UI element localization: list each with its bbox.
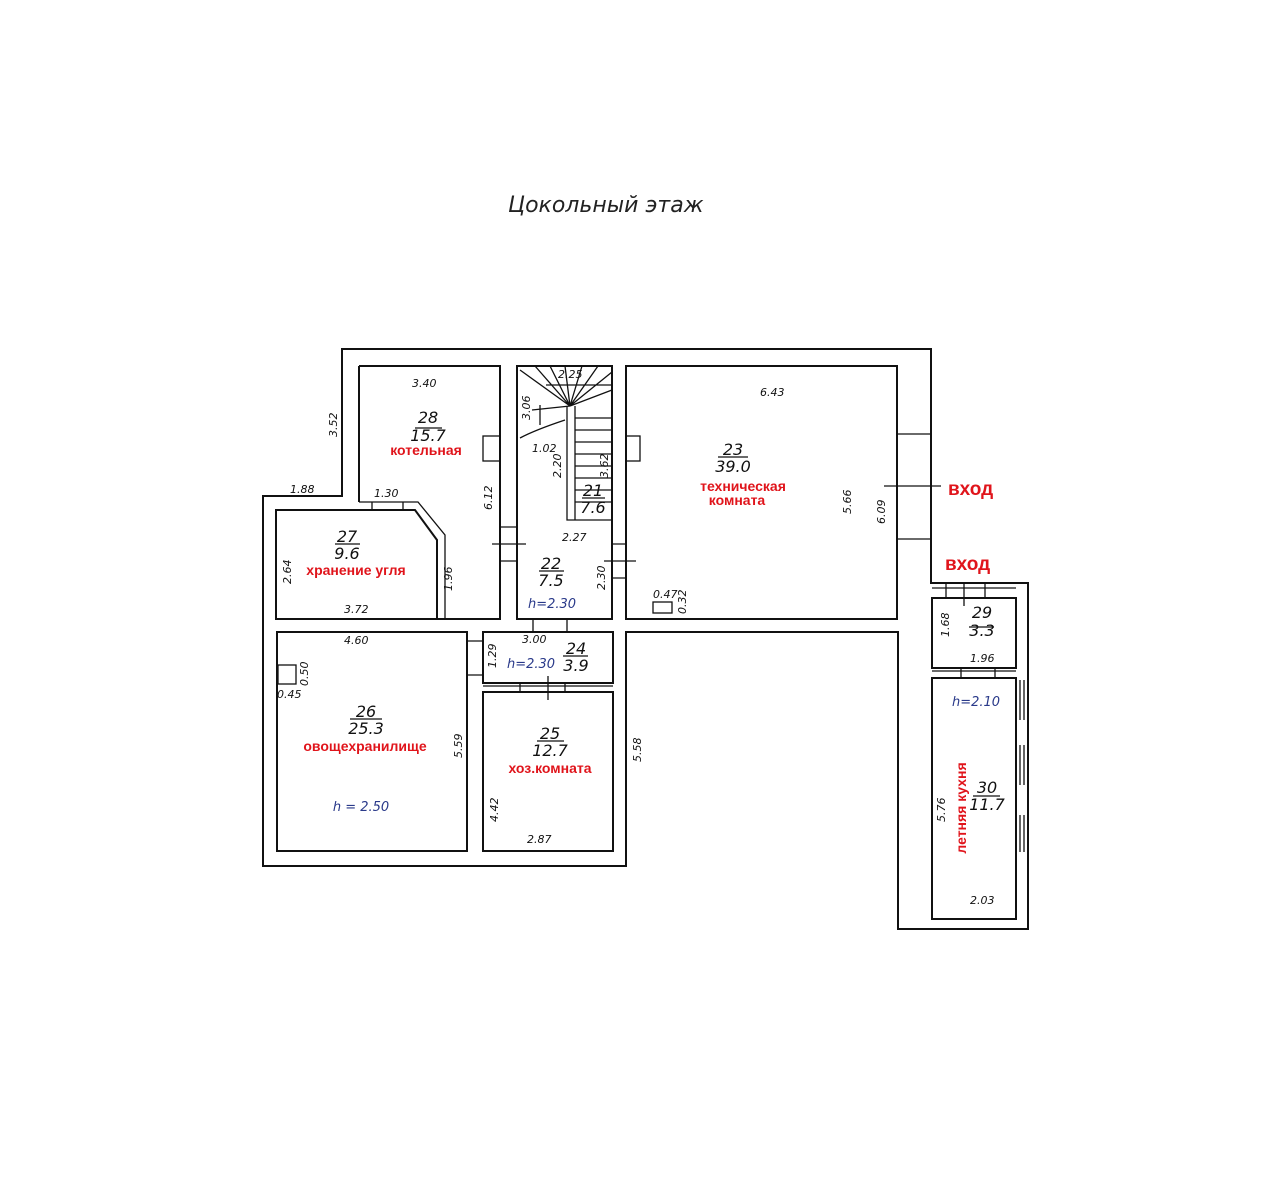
dim: 3.62 [598,454,611,479]
room-23-area: 39.0 [715,457,751,476]
dim: 2.64 [281,560,294,585]
dim: 0.45 [277,688,302,701]
dim: 6.09 [875,500,888,525]
room-30-height: h=2.10 [952,695,1000,710]
dim: 1.02 [532,442,557,455]
room-26-height: h = 2.50 [333,800,389,815]
room-28-number: 28 [418,408,438,427]
entrance-label-2: вход [945,554,990,575]
room-28-outline [358,365,501,620]
dim: 2.03 [970,894,995,907]
dim: 2.30 [595,566,608,591]
room-27-number: 27 [337,527,358,546]
dim: 2.20 [551,454,564,479]
dim: 3.52 [327,413,340,438]
room-26-outline [276,631,468,852]
dim: 3.40 [412,377,437,390]
dim: 4.60 [344,634,369,647]
room-24-height: h=2.30 [507,657,555,672]
room-24-number: 24 [566,639,586,658]
room-28-area: 15.7 [410,426,446,445]
room-27-area: 9.6 [334,544,359,563]
room-25-label: хоз.комната [508,760,591,776]
room-26-number: 26 [356,702,376,721]
dim: 1.30 [374,487,399,500]
room-22-area: 7.5 [538,571,563,590]
room-27-outline [275,509,438,620]
room-30-area: 11.7 [969,795,1005,814]
room-29-number: 29 [972,603,992,622]
dim: 0.50 [298,662,311,687]
dim: 5.76 [935,798,948,823]
room-26-label: овощехранилище [303,738,426,754]
dim: 3.72 [344,603,369,616]
dim: 6.43 [760,386,785,399]
plan-title: Цокольный этаж [508,193,704,218]
room-30-number: 30 [977,778,997,797]
dim: 0.47 [653,588,678,601]
fraction-lines [335,427,1000,797]
dim: 0.32 [676,590,689,615]
room-27-wall-inner [359,501,446,619]
dim: 2.25 [558,368,583,381]
room-25-area: 12.7 [532,741,568,760]
room-24-area: 3.9 [563,656,588,675]
room-25-number: 25 [540,724,560,743]
dim: 6.12 [482,486,495,511]
room-22-number: 22 [541,554,561,573]
room-30-label: летняя кухня [953,762,969,853]
room-21-number: 21 [583,481,603,500]
dim: 5.59 [452,734,465,759]
room-22-height: h=2.30 [528,597,576,612]
room-23-outline [625,365,898,620]
dim: 1.96 [442,567,455,592]
room-26-area: 25.3 [348,719,384,738]
dim: 4.42 [488,798,501,823]
dim: 5.66 [841,490,854,515]
entrance-label-1: вход [948,479,993,500]
dim: 3.06 [520,396,533,421]
dim: 2.87 [527,833,552,846]
room-27-label: хранение угля [306,562,405,578]
dim: 1.68 [939,613,952,638]
stair-room-outline [516,365,613,620]
dim: 3.00 [522,633,547,646]
room-29-area: 3.3 [969,621,994,640]
dim: 1.88 [290,483,315,496]
room-21-area: 7.6 [580,498,605,517]
doors [277,433,1025,919]
dim: 5.58 [631,738,644,763]
dim: 1.29 [486,644,499,669]
room-23-label-line2: комната [709,492,766,508]
dim: 1.96 [970,652,995,665]
room-29-outline [931,597,1017,669]
staircase [519,365,613,521]
dim: 2.27 [562,531,587,544]
room-23-label-line1: техническая [700,478,786,494]
dimensions: 3.52 1.88 3.40 1.30 6.12 2.64 3.72 1.96 … [277,368,995,907]
room-23-number: 23 [723,440,743,459]
room-28-label: котельная [390,442,462,458]
outer-wall [262,348,1029,930]
